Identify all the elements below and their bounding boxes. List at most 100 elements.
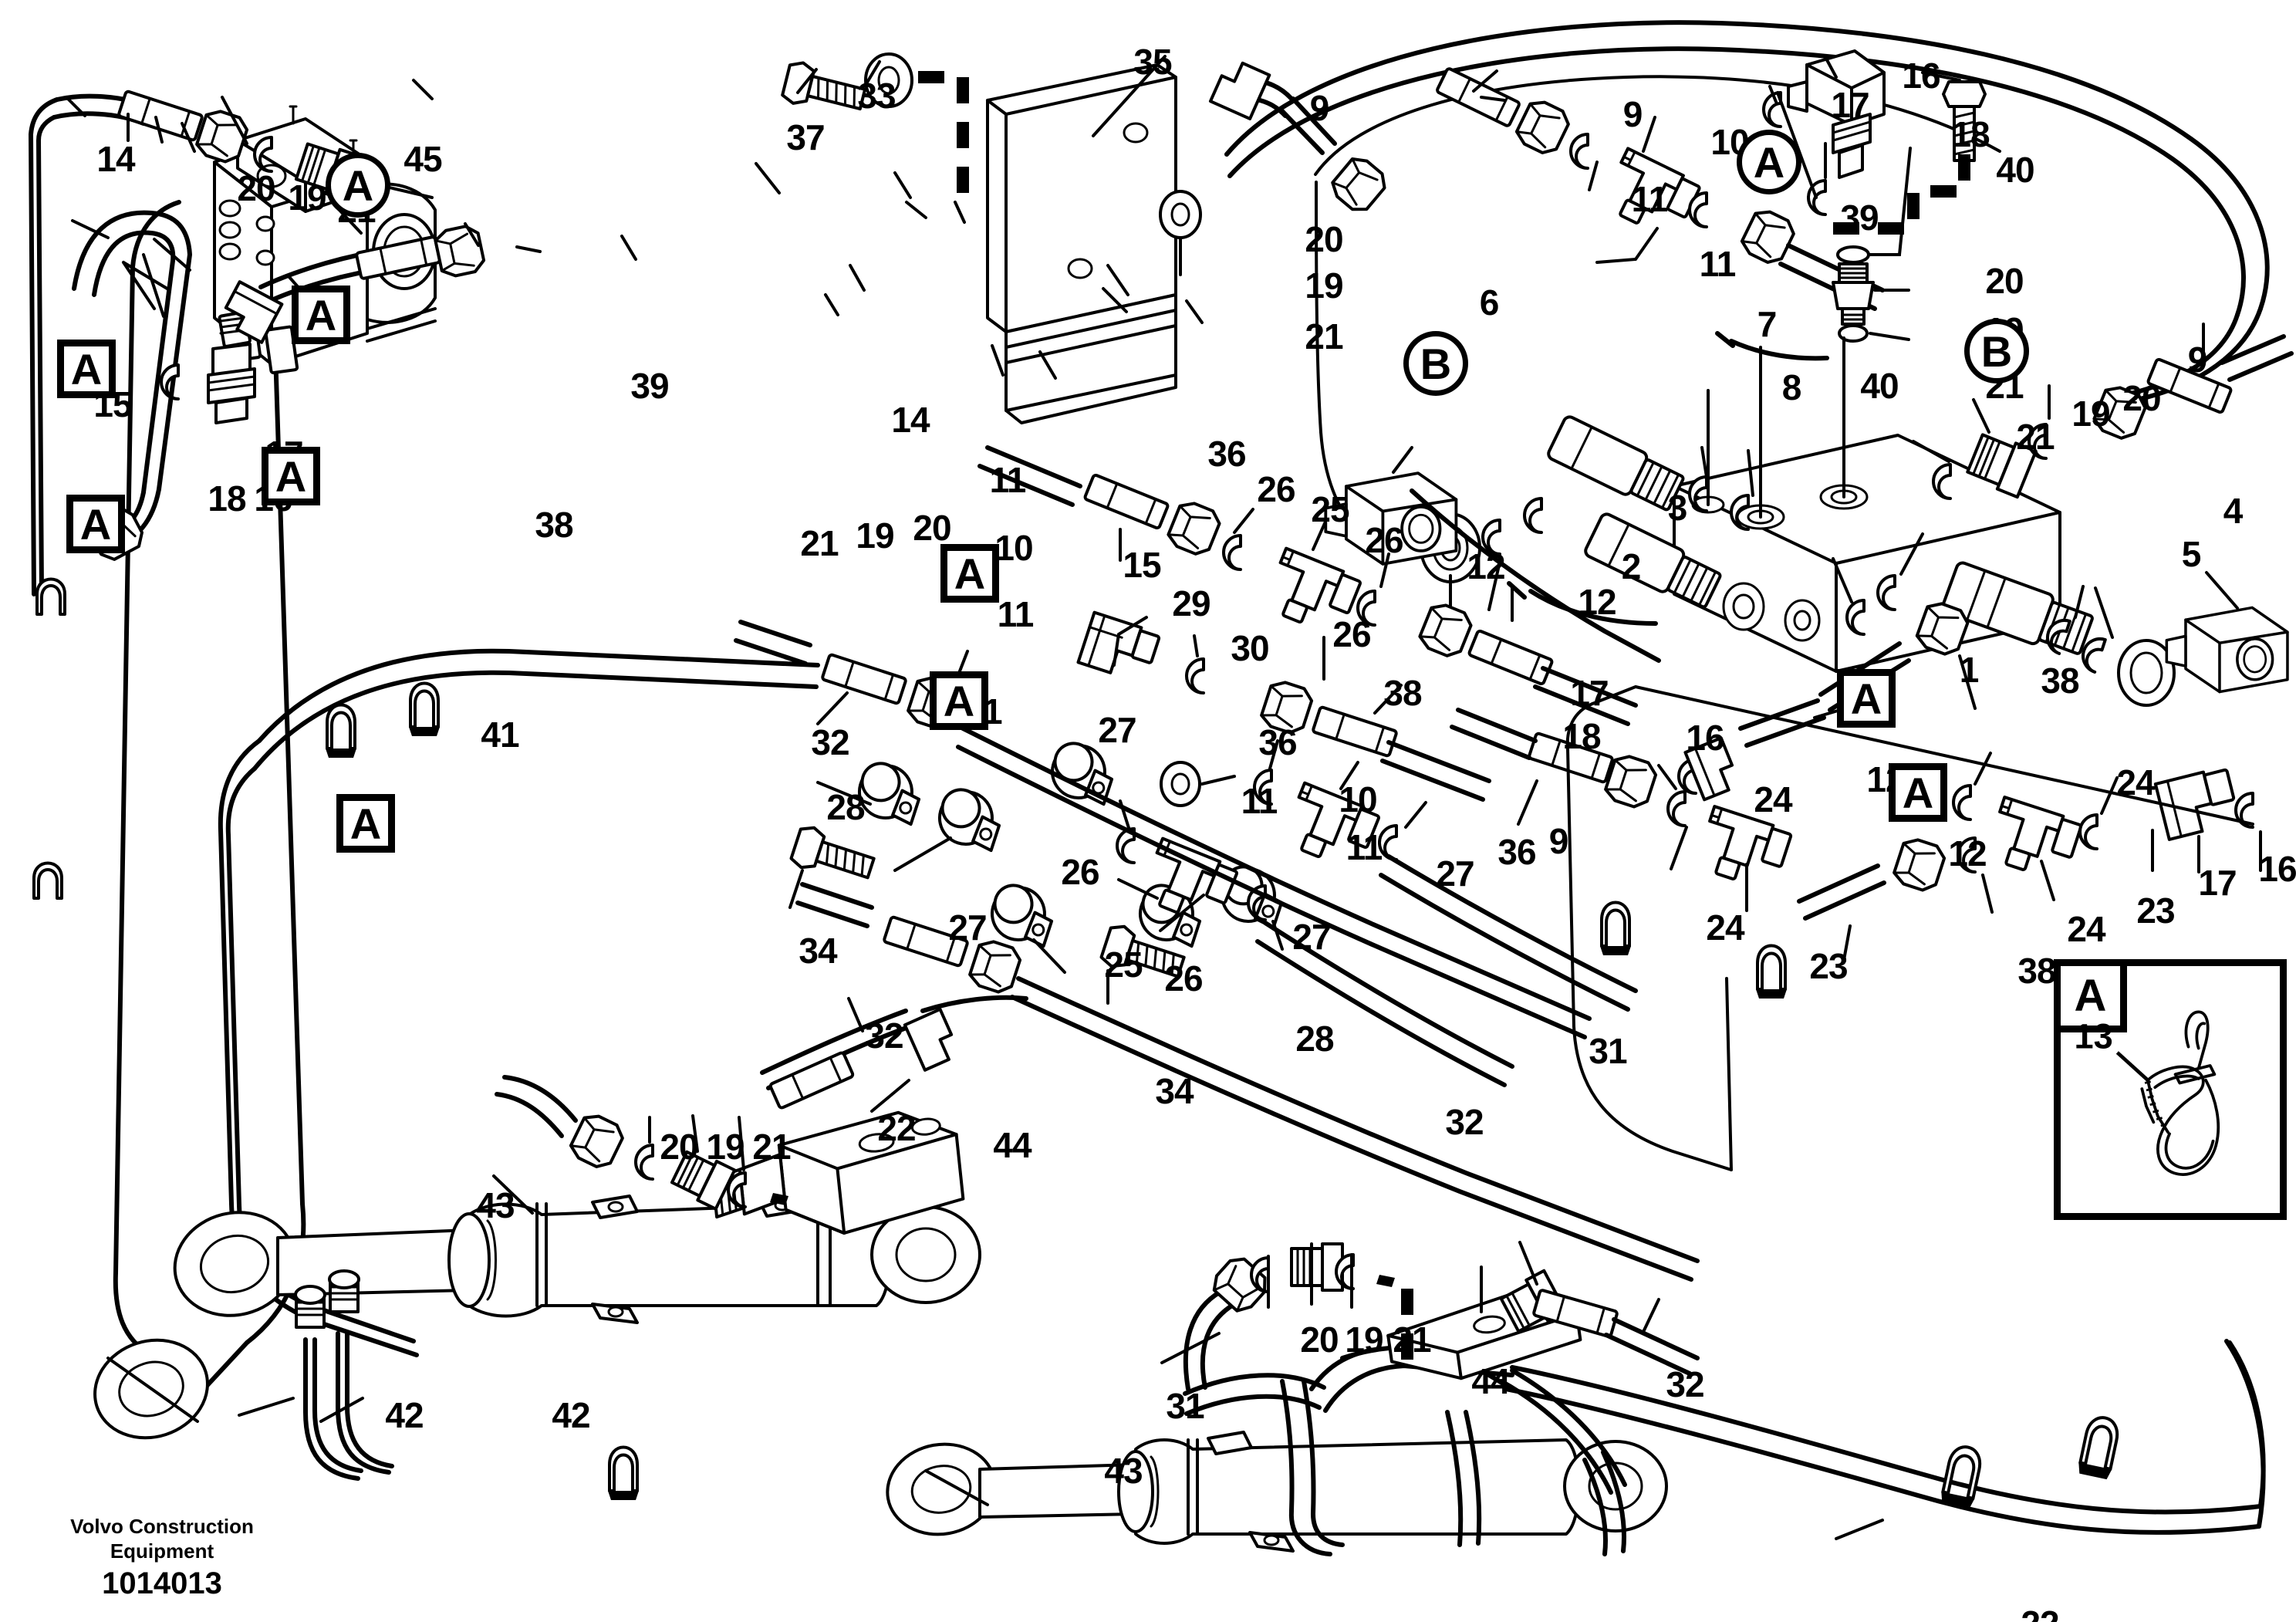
- callout-1: 1: [1959, 650, 1980, 690]
- callout-18: 18: [1951, 114, 1990, 154]
- callout-11: 11: [1241, 781, 1278, 821]
- callout-3: 3: [1667, 488, 1688, 528]
- callout-20: 20: [1305, 219, 1343, 259]
- inset-tag-A: A: [2061, 966, 2127, 1032]
- callout-28: 28: [1295, 1019, 1334, 1059]
- callout-40: 40: [1860, 366, 1899, 406]
- callout-19: 19: [1305, 265, 1343, 306]
- callout-39: 39: [630, 366, 669, 406]
- section-marker-circle-B: B: [1403, 331, 1468, 396]
- section-marker-box-A: A: [292, 286, 350, 344]
- callout-20: 20: [913, 508, 951, 548]
- detail-inset-A: A 13: [2054, 959, 2287, 1220]
- callout-27: 27: [948, 907, 987, 948]
- callout-19: 19: [1345, 1320, 1383, 1360]
- callout-27: 27: [1098, 710, 1136, 750]
- section-marker-circle-A: A: [326, 153, 390, 218]
- callout-27: 27: [1292, 917, 1331, 957]
- callout-11: 11: [1631, 179, 1669, 219]
- section-marker-box-A: A: [1837, 669, 1896, 728]
- callout-17: 17: [1831, 85, 1869, 125]
- callout-24: 24: [1754, 779, 1792, 819]
- callout-11: 11: [1699, 244, 1737, 284]
- callout-9: 9: [1309, 88, 1330, 128]
- callout-4: 4: [2223, 491, 2244, 531]
- callout-26: 26: [1257, 469, 1295, 509]
- callout-9: 9: [1548, 821, 1569, 861]
- callout-32: 32: [811, 722, 849, 762]
- section-marker-box-A: A: [930, 671, 988, 730]
- callout-44: 44: [993, 1125, 1032, 1165]
- callout-14: 14: [891, 400, 930, 440]
- callout-2: 2: [1621, 546, 1642, 586]
- callout-43: 43: [1104, 1451, 1143, 1491]
- callout-5: 5: [2181, 534, 2202, 574]
- callout-8: 8: [1781, 367, 1802, 407]
- callout-20: 20: [2122, 378, 2161, 418]
- callout-16: 16: [2258, 849, 2296, 889]
- callout-11: 11: [997, 594, 1035, 634]
- callout-42: 42: [552, 1395, 590, 1435]
- callout-17: 17: [2198, 863, 2237, 903]
- callout-15: 15: [1123, 545, 1161, 585]
- callout-32: 32: [865, 1015, 903, 1056]
- callout-10: 10: [1339, 779, 1377, 819]
- inset-item-number: 13: [2075, 1016, 2113, 1056]
- section-marker-circle-B: B: [1964, 319, 2029, 384]
- callout-7: 7: [1757, 304, 1778, 344]
- callout-27: 27: [1436, 853, 1474, 894]
- callout-35: 35: [1133, 42, 1172, 82]
- brand-line-2: Equipment: [110, 1539, 214, 1563]
- callout-39: 39: [1840, 198, 1879, 238]
- callout-10: 10: [994, 528, 1033, 568]
- callout-19: 19: [856, 515, 894, 556]
- callout-19: 19: [2071, 394, 2110, 434]
- callout-40: 40: [1996, 150, 2034, 190]
- callout-44: 44: [1471, 1361, 1510, 1401]
- callout-41: 41: [481, 715, 519, 755]
- callout-26: 26: [1365, 520, 1403, 560]
- callout-19: 19: [706, 1127, 745, 1167]
- callout-6: 6: [1479, 282, 1500, 323]
- callout-37: 37: [786, 117, 825, 157]
- callout-25: 25: [1311, 489, 1349, 529]
- callout-29: 29: [1172, 583, 1210, 623]
- callout-20: 20: [237, 168, 275, 208]
- callout-24: 24: [2067, 909, 2105, 949]
- callout-21: 21: [2016, 417, 2055, 457]
- drawing-part-number: 1014013: [102, 1566, 222, 1601]
- section-marker-box-A: A: [262, 447, 320, 505]
- callout-38: 38: [2041, 661, 2079, 701]
- section-marker-circle-A: A: [1737, 130, 1801, 194]
- callout-21: 21: [752, 1127, 791, 1167]
- section-marker-box-A: A: [66, 495, 125, 553]
- callout-36: 36: [1497, 832, 1536, 872]
- callout-17: 17: [1570, 673, 1609, 713]
- callout-20: 20: [1985, 261, 2024, 301]
- callout-38: 38: [2017, 951, 2056, 991]
- callout-32: 32: [1445, 1102, 1484, 1142]
- callout-18: 18: [1562, 716, 1601, 756]
- cable-tie-icon: 13: [2075, 1010, 2220, 1176]
- callout-11: 11: [1346, 827, 1383, 867]
- section-marker-box-A: A: [1889, 763, 1947, 822]
- callout-9: 9: [2187, 340, 2208, 380]
- section-marker-box-A: A: [336, 794, 395, 853]
- callout-21: 21: [1393, 1320, 1431, 1360]
- callout-20: 20: [1300, 1320, 1339, 1360]
- callout-26: 26: [1061, 852, 1099, 892]
- callout-38: 38: [1383, 673, 1422, 713]
- callout-31: 31: [1166, 1386, 1204, 1426]
- callout-31: 31: [1589, 1031, 1627, 1071]
- callout-45: 45: [403, 139, 442, 179]
- callout-14: 14: [96, 139, 135, 179]
- callout-28: 28: [826, 787, 865, 827]
- callout-36: 36: [1258, 722, 1297, 762]
- callout-36: 36: [1207, 434, 1246, 474]
- callout-33: 33: [857, 76, 896, 116]
- callout-23: 23: [2136, 890, 2175, 931]
- callout-30: 30: [1231, 628, 1269, 668]
- callout-20: 20: [660, 1127, 698, 1167]
